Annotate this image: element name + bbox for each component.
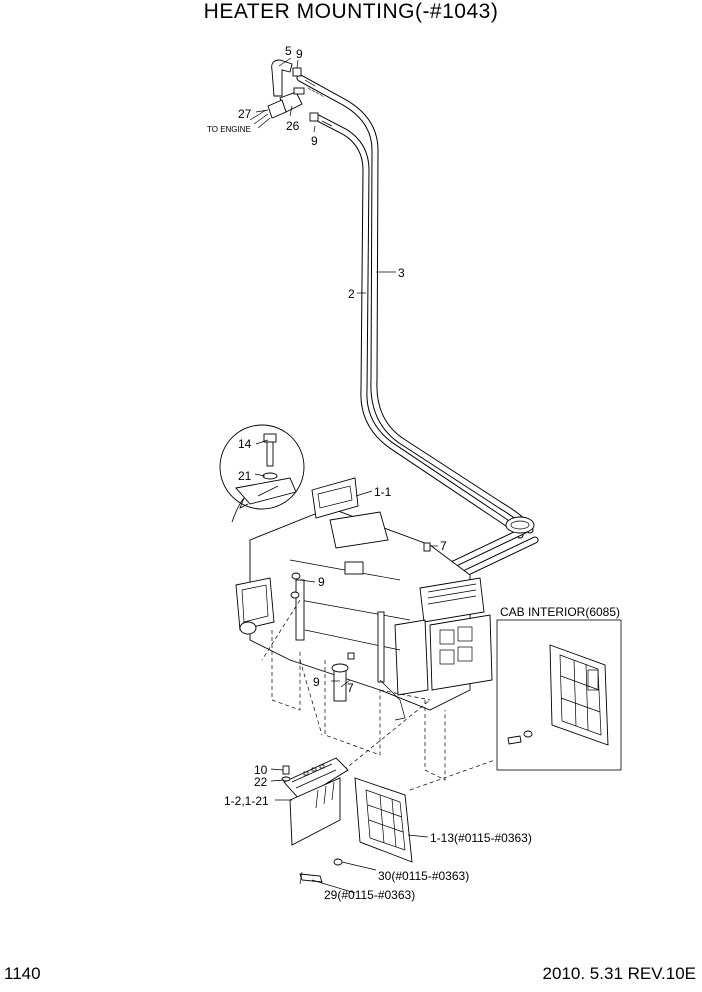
callout-1-2-1-21: 1-2,1-21 xyxy=(224,794,269,808)
heater-unit xyxy=(235,477,493,721)
callout-9-mid: 9 xyxy=(311,134,318,148)
callout-5: 5 xyxy=(285,44,292,58)
leader-lines xyxy=(254,57,438,894)
callout-labels: 5 9 27 TO ENGINE 26 9 3 2 14 21 1-1 7 9 … xyxy=(207,44,620,902)
callout-21: 21 xyxy=(238,469,252,483)
control-panel xyxy=(281,757,349,846)
to-engine-label: TO ENGINE xyxy=(207,125,251,134)
callout-9-top: 9 xyxy=(296,47,303,61)
callout-29: 29(#0115-#0363) xyxy=(324,888,415,902)
callout-3: 3 xyxy=(398,266,405,280)
cab-interior-label: CAB INTERIOR(6085) xyxy=(500,605,620,619)
callout-22: 22 xyxy=(254,775,268,789)
callout-27: 27 xyxy=(238,107,252,121)
callout-2: 2 xyxy=(348,287,355,301)
water-valve-assembly xyxy=(249,59,319,129)
callout-9-bottom: 9 xyxy=(313,675,320,689)
page-number: 1140 xyxy=(4,964,41,983)
callout-7-top: 7 xyxy=(440,539,447,553)
svg-text:~~~~: ~~~~ xyxy=(305,84,326,101)
callout-1-1: 1-1 xyxy=(374,485,392,499)
filter-cover xyxy=(299,777,413,885)
callout-26: 26 xyxy=(286,119,300,133)
page-title: HEATER MOUNTING(-#1043) xyxy=(203,0,499,23)
bolt-detail-callout xyxy=(219,424,305,523)
callout-10: 10 xyxy=(254,763,268,777)
callout-7-bottom: 7 xyxy=(347,681,354,695)
callout-14: 14 xyxy=(238,437,252,451)
callout-1-13: 1-13(#0115-#0363) xyxy=(430,831,532,845)
callout-30: 30(#0115-#0363) xyxy=(378,869,469,883)
cab-interior-inset xyxy=(496,619,622,771)
revision-date: 2010. 5.31 REV.10E xyxy=(542,964,696,983)
callout-9-lower: 9 xyxy=(318,575,325,589)
